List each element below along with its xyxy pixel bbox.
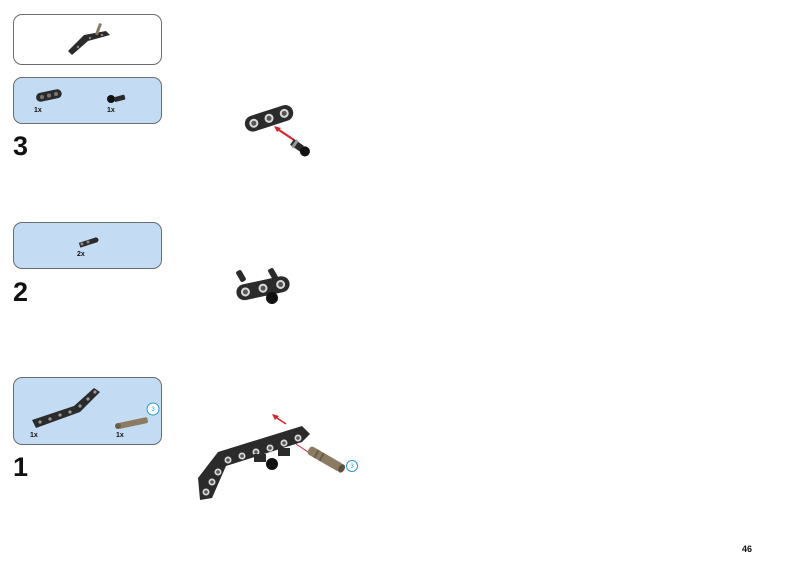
step-3-assembly-illustration [244,105,310,157]
part-qty: 1x [30,432,38,439]
step-3-parts-callout: 1x 1x [13,77,162,124]
pin-with-bush-icon [107,94,126,103]
part-qty: 1x [116,432,124,439]
axle-pin-icon: 3 [115,402,160,429]
step-1-parts-callout: 1x 3 1x [13,377,162,445]
step-number: 3 [13,131,29,161]
step-1-assembly-illustration: 3 [198,414,358,500]
step-number: 2 [13,277,29,307]
page-number: 46 [742,544,753,554]
part-qty: 1x [34,107,42,114]
subassembly-preview-box [13,14,162,65]
length-badge: 3 [350,464,354,470]
three-hole-beam-icon [36,89,62,102]
angled-beam-icon [32,388,100,428]
part-qty: 2x [77,251,85,258]
step-2-parts-callout: 2x [13,222,162,269]
angled-beam-subassembly-icon [68,23,110,55]
step-number: 1 [13,452,29,482]
length-badge: 3 [151,407,155,413]
pin-connector-icon [78,237,99,248]
part-qty: 1x [107,107,115,114]
step-2-assembly-illustration [236,268,290,304]
